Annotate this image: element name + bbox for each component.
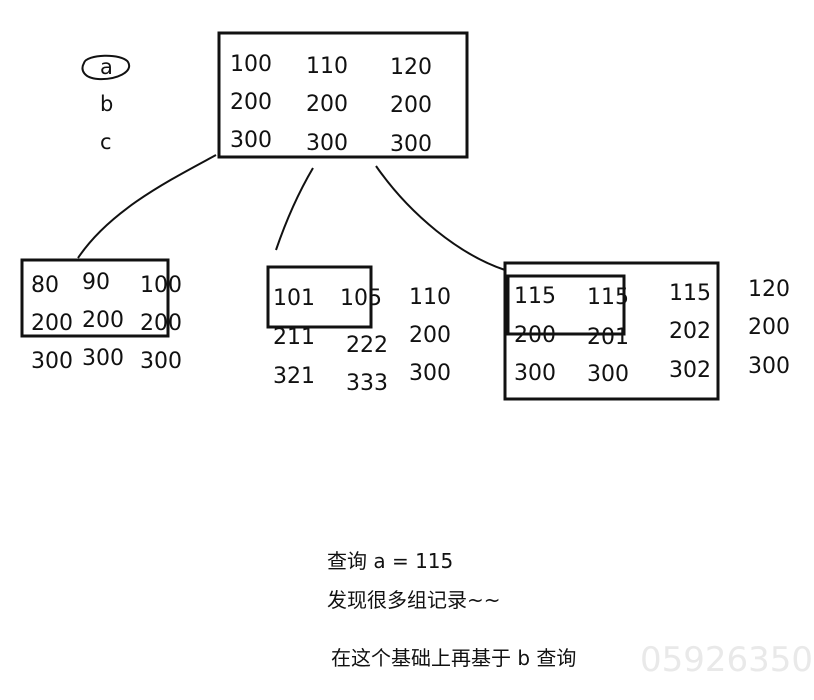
leaf-right-cell: 202 xyxy=(669,319,711,344)
leaf-mid-cell: 200 xyxy=(409,323,451,348)
edge-root-to-left xyxy=(77,154,217,259)
leaf-left-cell: 100 xyxy=(140,273,182,298)
legend-a: a xyxy=(100,55,113,79)
leaf-mid-cell: 110 xyxy=(409,285,451,310)
leaf-right-cell: 200 xyxy=(514,323,556,348)
leaf-left-box xyxy=(20,258,170,338)
root-cell: 110 xyxy=(306,54,348,79)
leaf-right-cell: 200 xyxy=(748,315,790,340)
root-cell: 200 xyxy=(306,92,348,117)
leaf-mid-cell: 321 xyxy=(273,364,315,389)
leaf-right-cell: 120 xyxy=(748,277,790,302)
root-cell: 200 xyxy=(230,90,272,115)
edge-root-to-right xyxy=(375,165,506,271)
leaf-mid-cell: 300 xyxy=(409,361,451,386)
root-cell: 300 xyxy=(230,128,272,153)
leaf-left-cell: 300 xyxy=(31,349,73,374)
leaf-right-box xyxy=(503,261,720,401)
leaf-left-cell: 200 xyxy=(31,311,73,336)
root-cell: 120 xyxy=(390,55,432,80)
leaf-left-cell: 200 xyxy=(82,308,124,333)
leaf-left-cell: 80 xyxy=(31,273,59,298)
leaf-mid-cell: 105 xyxy=(340,286,382,311)
note-then: 在这个基础上再基于 b 查询 xyxy=(331,646,577,670)
leaf-right-cell: 300 xyxy=(748,354,790,379)
highlight-circle-a xyxy=(81,54,131,81)
leaf-right-cell: 115 xyxy=(587,285,629,310)
leaf-mid-cell: 222 xyxy=(346,333,388,358)
edge-root-to-mid xyxy=(275,167,314,251)
note-query: 查询 a = 115 xyxy=(327,549,454,573)
legend-b: b xyxy=(100,92,114,116)
leaf-mid-cell: 101 xyxy=(273,286,315,311)
leaf-left-cell: 300 xyxy=(82,346,124,371)
note-found: 发现很多组记录~~ xyxy=(327,588,501,612)
root-cell: 300 xyxy=(306,131,348,156)
root-cell: 100 xyxy=(230,52,272,77)
leaf-right-cell: 302 xyxy=(669,358,711,383)
leaf-right-cell: 300 xyxy=(514,361,556,386)
leaf-mid-cell: 211 xyxy=(273,325,315,350)
root-node-box xyxy=(217,31,469,159)
legend-c: c xyxy=(100,130,112,154)
root-cell: 300 xyxy=(390,132,432,157)
root-cell: 200 xyxy=(390,93,432,118)
leaf-right-cell: 201 xyxy=(587,325,629,350)
watermark: 05926350 xyxy=(640,640,814,680)
leaf-mid-highlight-box xyxy=(266,265,373,329)
leaf-mid-cell: 333 xyxy=(346,371,388,396)
leaf-left-cell: 200 xyxy=(140,311,182,336)
leaf-left-cell: 300 xyxy=(140,349,182,374)
leaf-right-highlight-box xyxy=(506,274,626,336)
leaf-right-cell: 115 xyxy=(669,281,711,306)
leaf-right-cell: 300 xyxy=(587,362,629,387)
leaf-right-cell: 115 xyxy=(514,284,556,309)
leaf-left-cell: 90 xyxy=(82,270,110,295)
